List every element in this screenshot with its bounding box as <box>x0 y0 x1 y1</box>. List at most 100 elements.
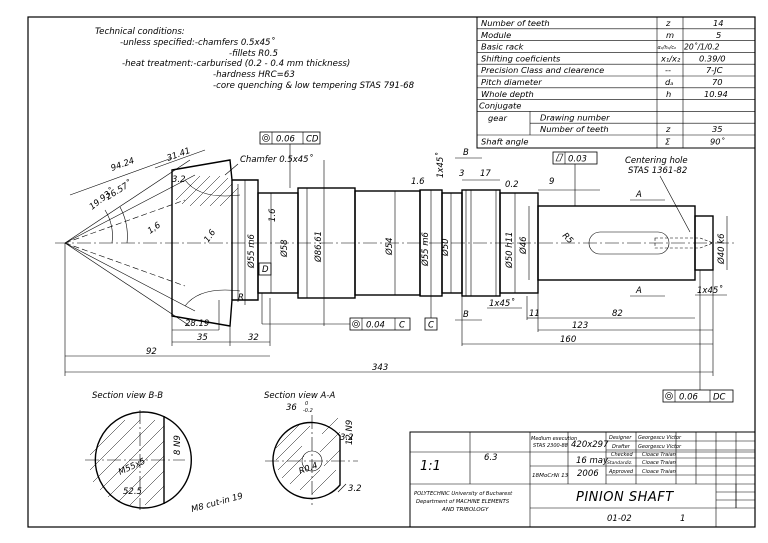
dim-28-19: 28.19 <box>185 319 209 329</box>
tb-drawing-no: 01-02 <box>607 514 632 524</box>
gear-row-0-value: 14 <box>713 18 724 28</box>
pinion-head <box>171 159 259 327</box>
section-b-bottom: B <box>463 310 469 320</box>
gdt2-ref: C <box>399 321 405 331</box>
dim-1-6-b: 1.6 <box>268 208 278 222</box>
bb-n9: 8 N9 <box>173 435 183 455</box>
dim-0-2: 0.2 <box>505 180 519 190</box>
gdt-frame-1: 0.06 CD <box>259 131 321 145</box>
technical-conditions: Technical conditions: -unless specified:… <box>95 27 415 91</box>
aa-r04: R0.4 <box>298 461 320 477</box>
tb-role-4: Approved <box>608 469 634 475</box>
tb-sheet: 1 <box>680 514 685 524</box>
dim-50h11: Ø50 h11 <box>504 232 515 269</box>
gear-row-6-value: 10.94 <box>704 89 728 99</box>
bb-52-5: 52.5 <box>123 487 142 497</box>
tb-name-4: Cioace Traian <box>642 469 676 475</box>
section-a-bottom: A <box>635 286 642 296</box>
dim-3-2: 3.2 <box>172 175 186 185</box>
dim-82: 82 <box>612 309 623 319</box>
gdt1-value: 0.06 <box>276 135 296 145</box>
tb-role-0: Designer <box>609 435 632 441</box>
gear-row-0-symbol: z <box>665 18 671 28</box>
gear-row-1-symbol: m <box>666 30 674 40</box>
keyway <box>588 231 670 255</box>
conj-teeth-value: 35 <box>712 124 723 134</box>
tb-exec-2: STAS 2300-88 <box>533 443 568 449</box>
centering-hole-label: Centering hole <box>625 156 688 166</box>
section-bb: Section view B-B 8 N9 M55x5 52.5 <box>85 391 192 510</box>
gear-row-2-label: Basic rack <box>481 42 525 52</box>
gdt3-value: 0.03 <box>568 155 587 165</box>
conjugate-label-1: Conjugate <box>479 101 521 111</box>
tb-name-3: Cioace Traian <box>642 460 676 466</box>
dim-123: 123 <box>572 321 588 331</box>
tb-name-2: Cioace Traian <box>642 452 676 458</box>
gear-row-4-symbol: -- <box>665 65 671 75</box>
gear-data-table: Number of teeth z 14 Module m 5 Basic ra… <box>476 16 756 149</box>
section-aa: Section view A-A 36 0 -0.2 12 N9 3.2 3.2… <box>190 391 361 515</box>
gear-row-6-label: Whole depth <box>481 89 534 99</box>
tb-part-name: PINION SHAFT <box>576 490 674 505</box>
dim-40k6: Ø40 k6 <box>716 233 727 265</box>
centering-hole-std: STAS 1361-82 <box>628 166 687 176</box>
gear-row-1-value: 5 <box>716 30 721 40</box>
dim-86-61: Ø86.61 <box>313 231 324 263</box>
section-aa-title: Section view A-A <box>264 391 335 401</box>
gdt-frame-4: 0.06 DC <box>662 389 734 403</box>
gdt-frame-3: 0.03 <box>552 151 598 165</box>
gear-row-3-value: 0.39/0 <box>699 53 726 63</box>
chamfer-note: Chamfer 0.5x45˚ <box>240 154 314 165</box>
dim-3: 3 <box>459 169 464 179</box>
tb-org-3: AND TRIBOLOGY <box>441 507 489 513</box>
tc-fillets: -fillets R0.5 <box>229 49 278 59</box>
sheet-frame <box>27 16 756 528</box>
aa-tol-hi: 0 <box>305 401 308 407</box>
dim-54: Ø54 <box>384 237 395 256</box>
dim-1-6-c: 1.6 <box>202 227 218 244</box>
gdt-frame-2: 0.04 C <box>349 317 411 331</box>
tb-role-3: Standardiz. <box>607 460 633 466</box>
tc-heat: -heat treatment:-carburised (0.2 - 0.4 m… <box>122 59 350 69</box>
gdt4-ref: DC <box>713 393 726 403</box>
datum-d-box <box>258 262 272 276</box>
dim-11: 11 <box>529 309 540 319</box>
tb-roughness: 6.3 <box>484 453 498 463</box>
tc-core: -core quenching & low tempering STAS 791… <box>213 81 415 91</box>
tb-name-1: Georgescu Victor <box>638 444 682 450</box>
dim-55m6: Ø55 m6 <box>246 234 257 269</box>
datum-c: C <box>428 321 434 331</box>
dim-1-6-d: 1.6 <box>411 177 425 187</box>
tb-material: 18MoCrNi 13 <box>532 473 569 479</box>
tb-scale: 1:1 <box>420 459 441 474</box>
gear-row-3-label: Shifting coeficients <box>481 53 561 63</box>
dim-343: 343 <box>372 363 388 373</box>
gear-row-0-label: Number of teeth <box>481 18 550 28</box>
gear-row-5-value: 70 <box>712 77 723 87</box>
aa-3-2-b: 3.2 <box>348 484 362 494</box>
shaft-angle-value: 90˚ <box>710 137 725 147</box>
aa-m8: M8 cut-in 19 <box>190 491 244 514</box>
dim-160: 160 <box>560 335 576 345</box>
dim-r5: R5 <box>560 231 575 246</box>
tc-hardness: -hardness HRC=63 <box>213 70 295 80</box>
section-bb-title: Section view B-B <box>92 391 163 401</box>
dim-50: Ø50 <box>440 238 451 257</box>
dim-55m6b: Ø55 m6 <box>420 232 431 267</box>
dim-1-6-a: 1,6 <box>146 220 163 236</box>
shaft-angle-symbol: Σ <box>665 137 671 147</box>
dim-9: 9 <box>549 177 554 187</box>
shaft-angle-label: Shaft angle <box>481 137 528 147</box>
datum-d: D <box>262 265 269 275</box>
gear-row-4-label: Precision Class and clearence <box>481 65 604 75</box>
gear-row-5-label: Pitch diameter <box>481 77 542 87</box>
centering-hole <box>654 237 714 249</box>
tb-date-2: 2006 <box>577 469 599 479</box>
aa-tol-lo: -0.2 <box>303 408 313 414</box>
section-b-top: B <box>463 148 469 158</box>
tc-unless: -unless specified:-chamfers 0.5x45˚ <box>120 37 276 48</box>
gdt1-ref: CD <box>306 135 319 145</box>
tc-title: Technical conditions: <box>95 27 185 37</box>
dim-94-24: 94.24 <box>110 156 136 174</box>
dim-35: 35 <box>197 333 208 343</box>
